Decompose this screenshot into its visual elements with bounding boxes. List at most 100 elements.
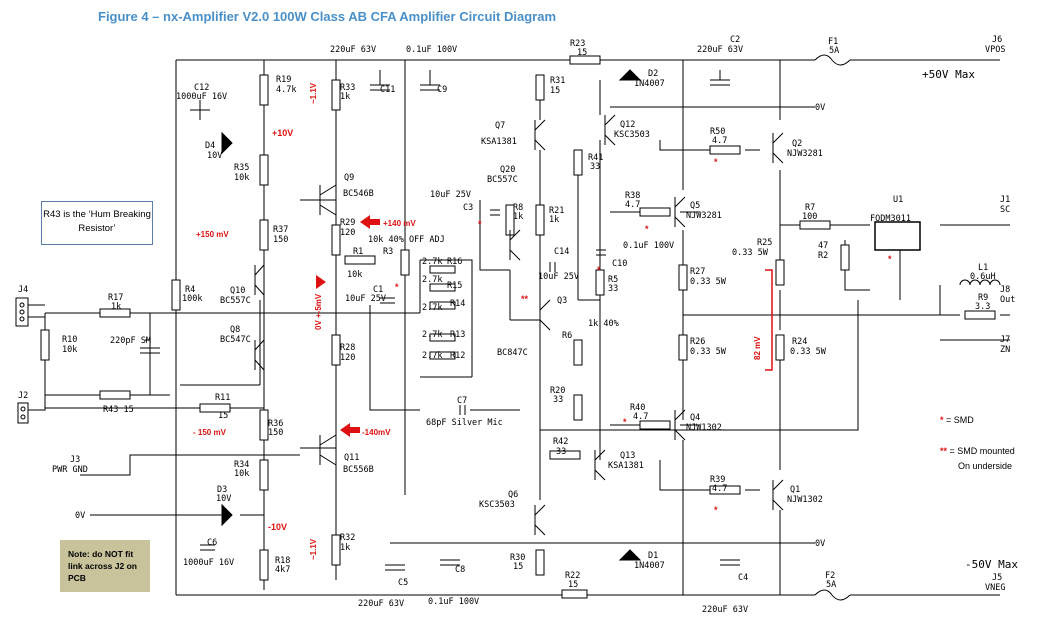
- zero-left: 0V: [75, 511, 85, 521]
- r12-val: 2.7k: [422, 351, 442, 361]
- u1-val: FODM3011: [870, 214, 911, 224]
- label-j7-sub: ZN: [1000, 345, 1010, 355]
- r21-ref: R21: [549, 206, 564, 216]
- c7-val: 68pF Silver Mic: [426, 418, 503, 428]
- q6-val: KSC3503: [479, 500, 515, 510]
- label-j3-sub: PWR GND: [52, 465, 88, 475]
- r32-ref: R32: [340, 533, 355, 543]
- q5-val: NJW3281: [686, 211, 722, 221]
- c9-ref: C9: [437, 85, 447, 95]
- d3-ref: D3: [217, 485, 227, 495]
- r10-ref: R10: [62, 335, 77, 345]
- q6-ref: Q6: [508, 490, 518, 500]
- r43-label: R43 15: [103, 405, 134, 415]
- c9-val: 0.1uF 100V: [406, 45, 457, 55]
- r30-val: 15: [513, 562, 523, 572]
- smd-markers: * * ** * * * * * *: [395, 157, 892, 515]
- c7-ref: C7: [457, 396, 467, 406]
- q3-val: BC847C: [497, 348, 528, 358]
- r41-ref: R41: [588, 153, 603, 163]
- resistors: [40, 55, 996, 599]
- zero-top: 0V: [815, 103, 825, 113]
- r19-val: 4.7k: [276, 85, 296, 95]
- r40-val: 4.7: [633, 412, 648, 422]
- r37-ref: R37: [273, 225, 288, 235]
- r31-val: 15: [550, 86, 560, 96]
- q9-ref: Q9: [344, 173, 354, 183]
- r17-ref: R17: [108, 293, 123, 303]
- r18-ref: R18: [275, 556, 290, 566]
- label-j7: J7: [1000, 335, 1010, 345]
- r9-ref: R9: [978, 293, 988, 303]
- l1-ref: L1: [978, 263, 988, 273]
- q13-ref: Q13: [620, 451, 635, 461]
- f2-ref: F2: [825, 571, 835, 581]
- r33-val: 1k: [340, 92, 350, 102]
- q12-val: KSC3503: [614, 130, 650, 140]
- r7-ref: R7: [805, 203, 815, 213]
- r9-val: 3.3: [975, 302, 990, 312]
- q12-ref: Q12: [620, 120, 635, 130]
- r26-val: 0.33 5W: [690, 347, 727, 357]
- r12-ref: R12: [450, 351, 465, 361]
- r40-ref: R40: [630, 403, 645, 413]
- r39-val: 4.7: [712, 484, 727, 494]
- c5-ref: C5: [398, 578, 408, 588]
- r29-ref: R29: [340, 218, 355, 228]
- q10-ref: Q10: [230, 286, 245, 296]
- r24-val: 0.33 5W: [790, 347, 827, 357]
- d4-val: 10V: [207, 151, 222, 161]
- label-j3: J3: [70, 455, 80, 465]
- q4-val: NJW1302: [686, 423, 722, 433]
- rail-neg: -50V Max: [965, 558, 1018, 571]
- d4-ref: D4: [205, 141, 215, 151]
- r39-ref: R39: [710, 475, 725, 485]
- r36-ref: R36: [268, 419, 283, 429]
- q3-ref: Q3: [557, 296, 567, 306]
- q20-val: BC557C: [487, 175, 518, 185]
- r4-val: 100k: [182, 294, 202, 304]
- wiring: [28, 59, 1010, 596]
- r28-ref: R28: [340, 343, 355, 353]
- r36-val: 150: [268, 428, 283, 438]
- c12-ref: C12: [194, 83, 209, 93]
- legend-smd-under-2: On underside: [958, 461, 1012, 471]
- link-note: Note: do NOT fit link across J2 on PCB: [60, 540, 150, 592]
- diodes: [221, 69, 642, 561]
- fuses: [814, 54, 851, 601]
- d2-ref: D2: [648, 69, 658, 79]
- r5-ref: R5: [608, 275, 618, 285]
- r2-val: 47: [818, 241, 828, 251]
- svg-text:*: *: [645, 224, 649, 234]
- r17-val: 1k: [111, 302, 121, 312]
- c2-val: 220uF 63V: [697, 45, 743, 55]
- r11-ref: R11: [215, 393, 230, 403]
- r15-ref: R15: [447, 281, 462, 291]
- r38-val: 4.7: [625, 200, 640, 210]
- q1-ref: Q1: [790, 485, 800, 495]
- r3-ref: R3: [383, 247, 393, 257]
- rail-pos: +50V Max: [922, 68, 975, 81]
- r42-ref: R42: [553, 437, 568, 447]
- r1-ref: R1: [353, 247, 363, 257]
- q8-val: BC547C: [220, 335, 251, 345]
- r42-val: 33: [556, 447, 566, 457]
- q7-val: KSA1381: [481, 137, 517, 147]
- mv-bracket: [765, 269, 773, 371]
- c13-val: 220pF SM: [110, 336, 151, 346]
- d2-val: 1N4007: [634, 79, 665, 89]
- r33-ref: R33: [340, 83, 355, 93]
- r22-val: 15: [568, 580, 578, 590]
- r13-ref: R13: [450, 330, 465, 340]
- r7-val: 100: [802, 212, 817, 222]
- q13-val: KSA1381: [608, 461, 644, 471]
- q7-ref: Q7: [495, 121, 505, 131]
- q4-ref: Q4: [690, 413, 700, 423]
- r16-val: 2.7k: [422, 257, 442, 267]
- q10-val: BC557C: [220, 296, 251, 306]
- r6-val: 1k 40%: [588, 319, 619, 329]
- q5-ref: Q5: [690, 201, 700, 211]
- u1-ref: U1: [893, 195, 903, 205]
- r31-ref: R31: [550, 76, 565, 86]
- r34-ref: R34: [234, 460, 249, 470]
